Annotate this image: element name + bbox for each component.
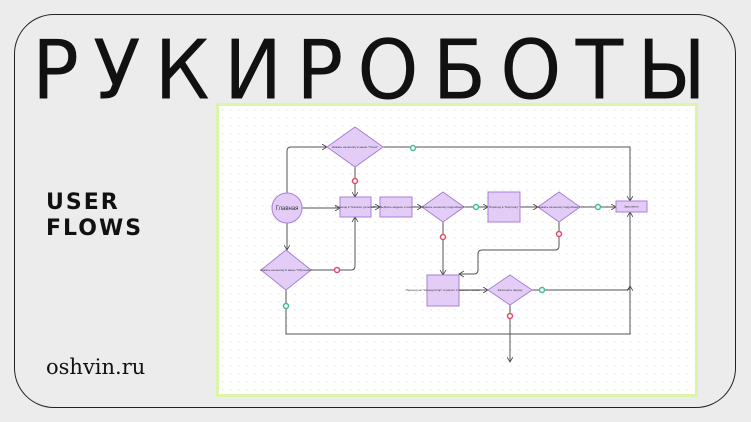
node-label: Заполнить форму: [498, 288, 523, 292]
no-marker: [506, 312, 514, 320]
decision-node[interactable]: [487, 274, 533, 306]
subtitle-line-1: USER: [46, 190, 120, 215]
edge: [285, 212, 630, 335]
node-label: Заполнить: [624, 205, 639, 209]
diagram-panel: [216, 103, 698, 397]
process-node[interactable]: [615, 200, 648, 213]
start-label: Главная: [276, 206, 299, 212]
node-label: Выбрать модель и этап: [380, 205, 413, 209]
site-link[interactable]: oshvin.ru: [46, 355, 146, 379]
no-marker: [333, 266, 341, 274]
card-frame: [14, 14, 736, 408]
no-marker: [555, 230, 563, 238]
process-node[interactable]: [487, 191, 521, 223]
node-label: Переход на "Калькулятор" и расчёт стоимо…: [406, 288, 481, 292]
node-label: Нажать на кнопку подробнее?: [538, 205, 580, 209]
decision-node[interactable]: [326, 126, 384, 168]
edges: [286, 147, 630, 362]
decision-node[interactable]: [421, 191, 465, 223]
node-label: Нажать на кнопку в меню "Успех": [332, 145, 378, 149]
subtitle: USER FLOWS: [46, 190, 143, 242]
page-title: РУКИРОБОТЫ: [31, 23, 721, 119]
yes-marker: [472, 203, 480, 211]
node-label: Переход в "Каталог деталей": [335, 205, 375, 209]
edge: [286, 147, 327, 193]
no-marker: [351, 177, 359, 185]
edge: [383, 146, 630, 201]
yes-marker: [409, 144, 417, 152]
subtitle-line-2: FLOWS: [46, 216, 144, 241]
edge: [532, 286, 630, 290]
edge-markers: [282, 144, 602, 320]
start-node[interactable]: [271, 192, 303, 224]
process-node[interactable]: [379, 196, 413, 218]
decision-node[interactable]: [537, 191, 581, 223]
process-node[interactable]: [426, 274, 460, 307]
edge: [311, 217, 355, 271]
process-node[interactable]: [339, 196, 372, 218]
yes-marker: [282, 302, 290, 310]
node-label: Нажать на кнопку в меню "Обучение": [260, 268, 312, 272]
no-marker: [439, 233, 447, 241]
yes-marker: [594, 203, 602, 211]
edge: [459, 222, 560, 274]
node-label: Нажать на кнопку подробнее?: [422, 205, 464, 209]
node-label: Переход в "Карточку": [489, 205, 519, 209]
decision-node[interactable]: [260, 249, 312, 291]
yes-marker: [538, 286, 546, 294]
